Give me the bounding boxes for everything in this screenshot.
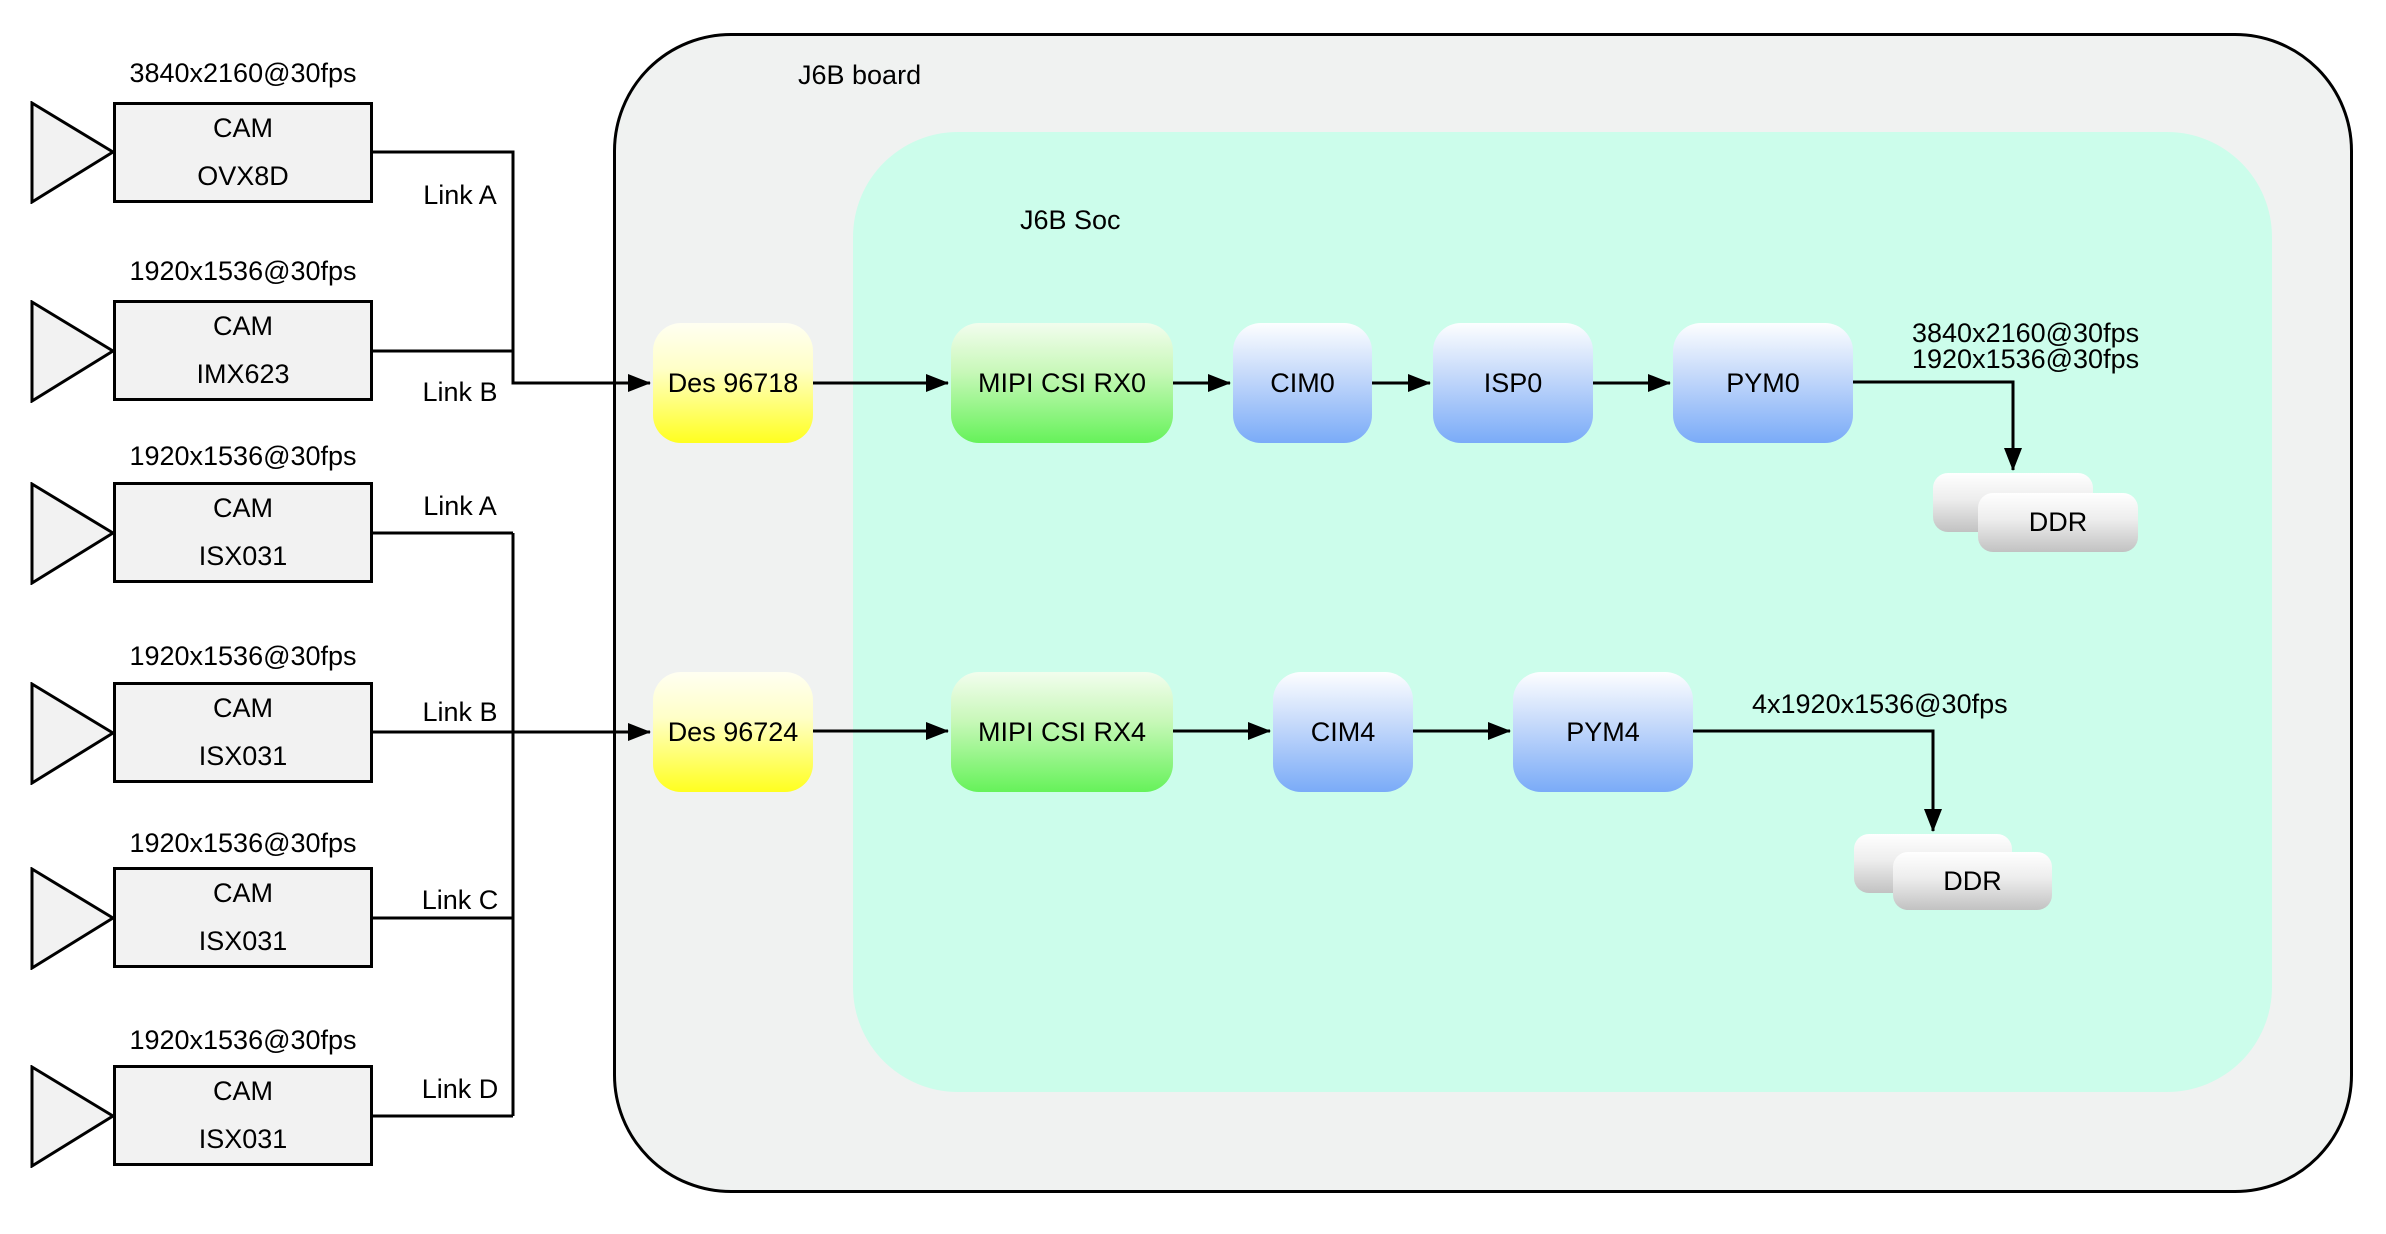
camera-6-type: CAM: [213, 1076, 273, 1107]
camera-3-type: CAM: [213, 493, 273, 524]
camera-5-model: ISX031: [198, 925, 288, 956]
camera-5-box: CAM ISX031: [113, 867, 373, 968]
camera-1-lens-icon: [30, 101, 115, 204]
row2-ddr-block: DDR: [1893, 852, 2052, 910]
camera-1-box: CAM OVX8D: [113, 102, 373, 203]
camera-4-type: CAM: [213, 693, 273, 724]
camera-2-lens-icon: [30, 300, 115, 403]
camera-6-model: ISX031: [198, 1123, 288, 1154]
row1-output-rates: 3840x2160@30fps 1920x1536@30fps: [1912, 318, 2140, 374]
cim4-block: CIM4: [1273, 672, 1413, 792]
mipi-csi-rx4-block: MIPI CSI RX4: [951, 672, 1173, 792]
camera-4-resolution: 1920x1536@30fps: [129, 641, 357, 671]
camera-5-lens-icon: [30, 867, 115, 970]
camera-2-box: CAM IMX623: [113, 300, 373, 401]
camera-4-link-label: Link B: [422, 697, 498, 727]
camera-6-box: CAM ISX031: [113, 1065, 373, 1166]
camera-3-model: ISX031: [198, 540, 288, 571]
camera-2-type: CAM: [213, 311, 273, 342]
camera-5-link-label: Link C: [421, 885, 499, 915]
deserializer-96718-block: Des 96718: [653, 323, 813, 443]
cim0-block: CIM0: [1233, 323, 1372, 443]
camera-1-resolution: 3840x2160@30fps: [129, 58, 357, 88]
camera-1-type: CAM: [213, 113, 273, 144]
camera-2-model: IMX623: [196, 358, 290, 389]
camera-6-resolution: 1920x1536@30fps: [129, 1025, 357, 1055]
camera-5-resolution: 1920x1536@30fps: [129, 828, 357, 858]
deserializer-96724-block: Des 96724: [653, 672, 813, 792]
camera-3-resolution: 1920x1536@30fps: [129, 441, 357, 471]
camera-6-lens-icon: [30, 1065, 115, 1168]
camera-4-model: ISX031: [198, 740, 288, 771]
camera-3-lens-icon: [30, 482, 115, 585]
camera-4-box: CAM ISX031: [113, 682, 373, 783]
pym4-block: PYM4: [1513, 672, 1693, 792]
camera-3-link-label: Link A: [423, 491, 497, 521]
camera-6-link-label: Link D: [421, 1074, 499, 1104]
row1-output-rate-1: 3840x2160@30fps: [1912, 318, 2140, 348]
j6b-board-label: J6B board: [798, 60, 922, 90]
j6b-soc-label: J6B Soc: [1020, 205, 1121, 235]
camera-4-lens-icon: [30, 682, 115, 785]
camera-5-type: CAM: [213, 878, 273, 909]
row2-output-rate: 4x1920x1536@30fps: [1752, 689, 2008, 719]
row1-ddr-block: DDR: [1978, 493, 2138, 552]
row1-output-rate-2: 1920x1536@30fps: [1912, 344, 2140, 374]
camera-3-box: CAM ISX031: [113, 482, 373, 583]
camera-1-model: OVX8D: [197, 160, 289, 191]
camera-1-link-label: Link A: [423, 180, 497, 210]
camera-2-resolution: 1920x1536@30fps: [129, 256, 357, 286]
j6b-soc: [853, 132, 2272, 1092]
pym0-block: PYM0: [1673, 323, 1853, 443]
isp0-block: ISP0: [1433, 323, 1593, 443]
mipi-csi-rx0-block: MIPI CSI RX0: [951, 323, 1173, 443]
camera-2-link-label: Link B: [422, 377, 498, 407]
